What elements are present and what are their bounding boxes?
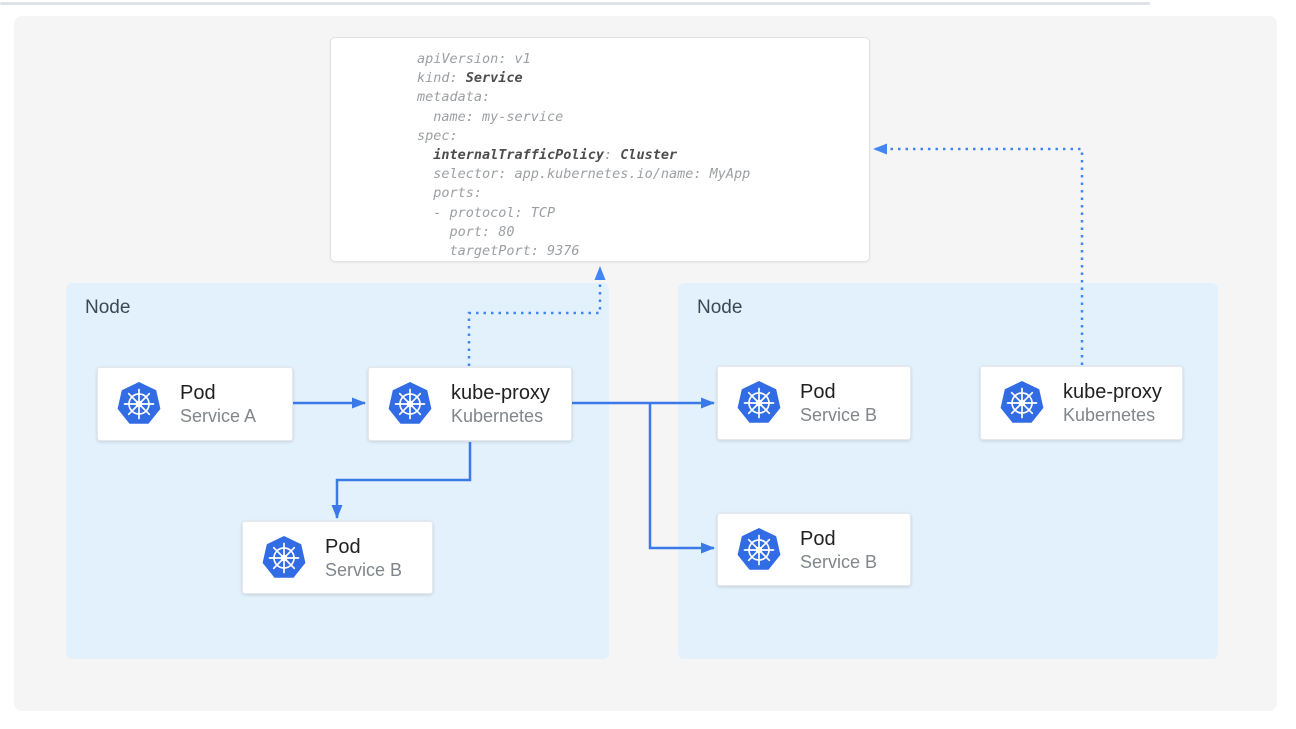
service-yaml-box: apiVersion: v1 kind: Service metadata: nam… [330,37,870,262]
code-line: metadata: [417,89,491,106]
code-line: selector: app.kubernetes.io/name: MyApp [417,166,751,183]
code-line: apiVersion: v1 [417,51,531,67]
card-subtitle: Service B [800,405,878,425]
card-title: kube-proxy [1063,381,1162,403]
code-line: spec: [417,127,458,144]
card-title: kube-proxy [451,382,550,404]
card-title: Pod [325,535,361,558]
top-divider [0,2,1150,5]
card-subtitle: Service B [800,551,878,572]
node-left: Node [66,283,609,659]
kube-proxy-card-left: kube-proxy Kubernetes [368,367,572,441]
node-right: Node [678,283,1218,659]
code-line: targetPort: 9376 [417,243,580,260]
card-title: Pod [180,382,216,404]
card-title: Pod [800,527,836,550]
kubernetes-icon [262,536,306,580]
code-line: port: 80 [417,223,515,240]
card-subtitle: Service A [180,406,257,426]
kubernetes-icon [1000,381,1044,425]
kubernetes-icon [737,381,781,425]
pod-card-service-b-left: Pod Service B [242,521,433,594]
pod-card-service-b-right-bottom: Pod Service B [717,513,911,586]
code-line: internalTrafficPolicy: Cluster [433,147,678,164]
kubernetes-icon [737,528,781,572]
code-line: ports: [417,185,483,202]
code-line: name: my-service [417,108,564,125]
card-title: Pod [800,381,836,403]
card-subtitle: Kubernetes [1063,405,1156,425]
kube-proxy-card-right: kube-proxy Kubernetes [980,366,1183,440]
node-right-label: Node [697,297,743,318]
diagram-canvas: Node Node apiVersion: v1 kind: Service met… [14,16,1277,711]
pod-card-service-b-right-top: Pod Service B [717,366,911,440]
node-left-label: Node [85,297,131,318]
kubernetes-icon [388,382,432,426]
pod-card-service-a: Pod Service A [97,367,293,441]
card-subtitle: Service B [325,559,403,580]
code-line: - protocol: TCP [417,204,556,221]
kubernetes-icon [117,382,161,426]
code-line: kind: Service [417,70,523,87]
card-subtitle: Kubernetes [451,406,544,426]
service-yaml-code: apiVersion: v1 kind: Service metadata: nam… [417,50,750,261]
